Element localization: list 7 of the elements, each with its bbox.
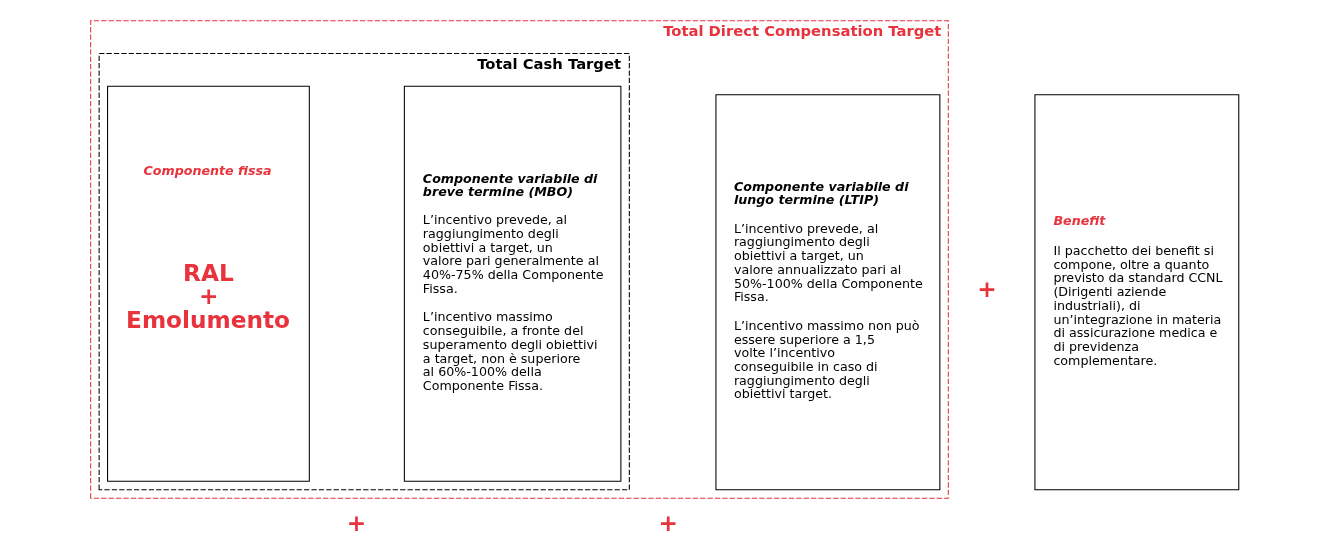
label: + <box>658 508 678 536</box>
label: + <box>346 508 367 536</box>
node-box: Componente variabile di lungo termine (LTIP) L’incentivo prevede, al raggiungimento degli obiettivi a target, un valore annualizzato pari al 50%-100% della Componente Fissa. L’incentivo massimo non può essere superiore a 1,5 volte l’incentivo conseguibile in caso di raggiungimento degli obiettivi target. <box>715 94 941 491</box>
node-box: Benefit Il pacchetto dei benefit si compone, oltre a quanto previsto da standard CCNL (Dirigenti aziende industriali), di un’integrazione in materia di assicurazione medica e di previdenza complementare. <box>1034 94 1240 491</box>
node-box: Componente fissa RAL + Emolumento <box>107 85 310 482</box>
label: + <box>977 275 997 303</box>
node-box: Componente variabile di breve termine (MBO) L’incentivo prevede, al raggiungimento degli obiettivi a target, un valore pari generalmente al 40%-75% della Componente Fissa. L’incentivo massimo conseguibile, a fronte del superamento degli obiettivi a target, non è superiore al 60%-100% della Componente Fissa. <box>403 85 622 482</box>
